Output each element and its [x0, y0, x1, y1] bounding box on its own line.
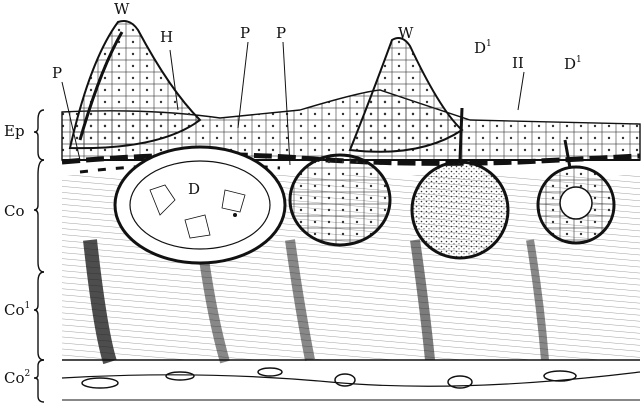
label-d1-right: D1	[564, 56, 582, 72]
label-d1-right-sup: 1	[576, 55, 582, 65]
label-co2-text: Co	[4, 369, 25, 387]
layer-braces	[34, 110, 44, 402]
label-co1: Co1	[4, 302, 30, 318]
label-co2: Co2	[4, 370, 30, 386]
label-p-left: P	[52, 66, 62, 81]
label-p-top-2: P	[276, 26, 286, 41]
label-w-left: W	[114, 2, 129, 17]
gland-d	[115, 147, 285, 263]
gland-middle	[290, 155, 390, 245]
label-d-center: D	[188, 182, 200, 197]
label-p-top-1: P	[240, 26, 250, 41]
corium-lower-layer	[62, 360, 640, 400]
label-d1-right-letter: D	[564, 55, 576, 73]
wart-left	[70, 21, 200, 148]
label-co: Co	[4, 204, 25, 219]
label-h: H	[160, 30, 173, 45]
label-co1-sup: 1	[25, 301, 31, 311]
label-w-right: W	[398, 26, 413, 41]
label-ep: Ep	[4, 124, 25, 139]
label-d1-left: D1	[474, 40, 492, 56]
label-co1-text: Co	[4, 301, 25, 319]
label-co2-sup: 2	[25, 369, 31, 379]
label-d1-left-letter: D	[474, 39, 486, 57]
label-d1-left-sup: 1	[486, 39, 492, 49]
label-ii: II	[512, 56, 524, 71]
